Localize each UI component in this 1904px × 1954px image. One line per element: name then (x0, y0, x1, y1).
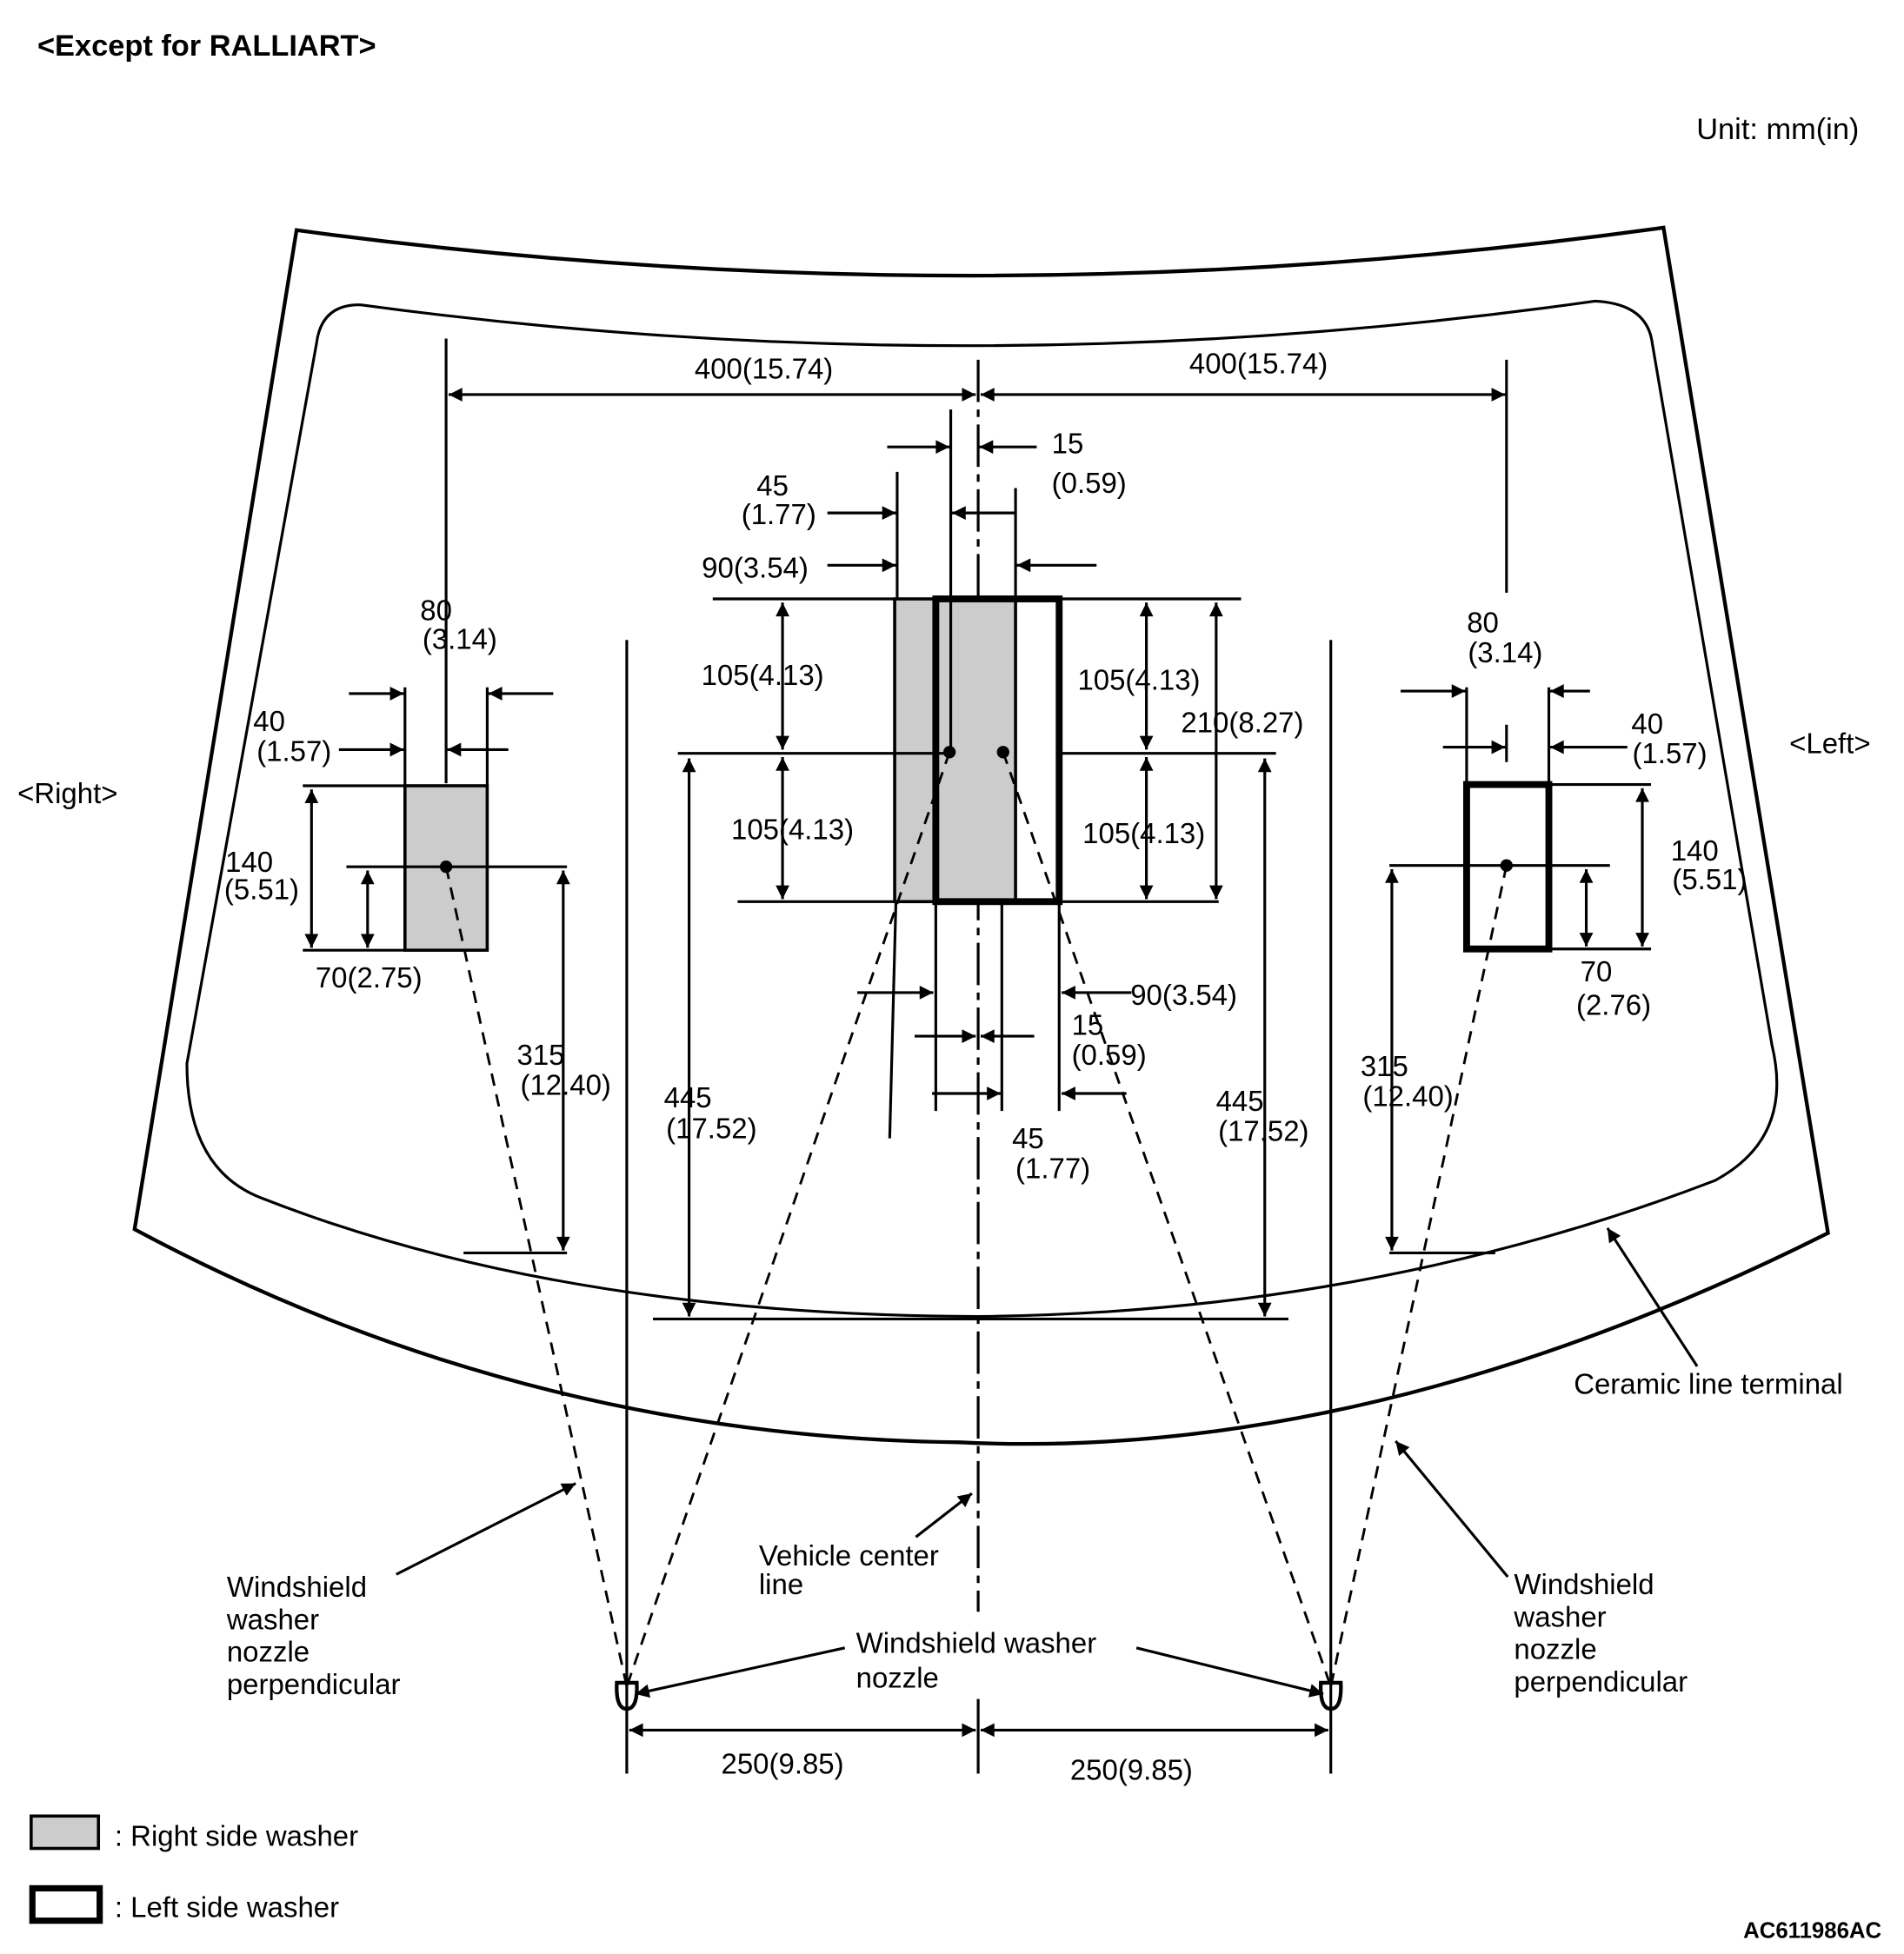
dim-center-15-top-in: (0.59) (1052, 467, 1127, 499)
dim-right-140-in: (5.51) (224, 873, 299, 905)
diagram-header: <Except for RALLIART> (37, 30, 376, 63)
vehicle-center-line-label-2: line (759, 1568, 803, 1600)
dim-center-210: 210(8.27) (1181, 706, 1303, 738)
dim-center-15-bottom: 15 (1072, 1009, 1104, 1041)
dim-center-105-left-lower: 105(4.13) (731, 814, 854, 846)
dim-left-315-in: (12.40) (1362, 1080, 1453, 1112)
dim-left-80-in: (3.14) (1468, 636, 1542, 668)
legend-right-washer-swatch (30, 1814, 101, 1851)
dim-right-40: 40 (253, 705, 285, 737)
center-left-washer-box (932, 595, 1063, 906)
spray-lines (444, 751, 1508, 1687)
vehicle-center-line-label: Vehicle center (759, 1539, 939, 1572)
dim-right-315: 315 (517, 1039, 565, 1071)
nozzle-label: Windshield washer (856, 1627, 1097, 1659)
perpendicular-label-right-4: perpendicular (227, 1668, 401, 1700)
dim-center-15-top: 15 (1052, 427, 1084, 459)
legend-left-washer-label: : Left side washer (115, 1891, 339, 1923)
dim-center-45-bottom-in: (1.77) (1015, 1152, 1090, 1184)
legend-right-washer-label: : Right side washer (115, 1820, 358, 1852)
dim-left-40: 40 (1631, 708, 1663, 740)
dim-right-40-in: (1.57) (256, 734, 331, 767)
dim-bottom-250-right: 250(9.85) (1070, 1754, 1193, 1786)
dim-center-45-bottom: 45 (1012, 1122, 1044, 1154)
unit-label: Unit: mm(in) (1696, 113, 1859, 146)
dim-left-140: 140 (1671, 834, 1719, 867)
dim-top-left-400: 400(15.74) (695, 352, 833, 384)
ceramic-line (185, 299, 1779, 1319)
nozzle-label-2: nozzle (856, 1662, 939, 1694)
dim-center-105-right-upper: 105(4.13) (1077, 664, 1200, 696)
dim-left-315: 315 (1361, 1050, 1408, 1082)
left-side-label: <Left> (1789, 728, 1870, 760)
dim-445-right-in: (17.52) (1218, 1114, 1308, 1146)
perpendicular-label-left-4: perpendicular (1514, 1665, 1688, 1698)
dim-right-315-in: (12.40) (520, 1068, 610, 1100)
dim-right-70: 70(2.75) (316, 961, 423, 994)
dim-445-left-in: (17.52) (666, 1113, 756, 1145)
dim-top-right-400: 400(15.74) (1189, 348, 1328, 380)
figure-code: AC611986AC (1743, 1919, 1881, 1944)
perpendicular-label-right-2: washer (226, 1603, 319, 1635)
dim-left-70-in: (2.76) (1576, 989, 1651, 1021)
ceramic-line-terminal-label: Ceramic line terminal (1574, 1367, 1842, 1399)
perpendicular-label-right-3: nozzle (227, 1636, 310, 1668)
dim-bottom-250-left: 250(9.85) (722, 1748, 844, 1780)
dim-center-105-left-upper: 105(4.13) (702, 659, 824, 691)
right-side-label: <Right> (17, 777, 117, 809)
perpendicular-label-right-1: Windshield (227, 1571, 367, 1603)
dim-right-140: 140 (225, 846, 273, 878)
dim-445-left: 445 (664, 1081, 712, 1113)
dim-left-80: 80 (1467, 607, 1499, 639)
dimension-arrows (304, 388, 1649, 1738)
perpendicular-label-left-1: Windshield (1514, 1568, 1654, 1600)
dim-center-45-top: 45 (756, 469, 789, 502)
dim-center-15-bottom-in: (0.59) (1072, 1039, 1147, 1071)
dim-center-105-right-lower: 105(4.13) (1082, 817, 1205, 849)
dim-left-70: 70 (1581, 955, 1613, 987)
dim-center-90-top: 90(3.54) (702, 552, 809, 584)
windshield-outline (132, 225, 1830, 1446)
dim-center-45-top-in: (1.77) (742, 498, 816, 530)
dim-445-right: 445 (1216, 1085, 1264, 1117)
extension-lines (303, 338, 1652, 1321)
dim-right-80: 80 (420, 594, 452, 626)
dim-left-140-in: (5.51) (1672, 863, 1747, 895)
dim-left-40-in: (1.57) (1633, 737, 1708, 769)
dim-center-90-bottom: 90(3.54) (1130, 979, 1237, 1011)
legend-left-washer-swatch (29, 1884, 103, 1924)
perpendicular-label-left-2: washer (1513, 1600, 1606, 1632)
callout-leaders (396, 1226, 1699, 1698)
dim-right-80-in: (3.14) (423, 622, 497, 655)
perpendicular-label-left-3: nozzle (1514, 1633, 1596, 1665)
